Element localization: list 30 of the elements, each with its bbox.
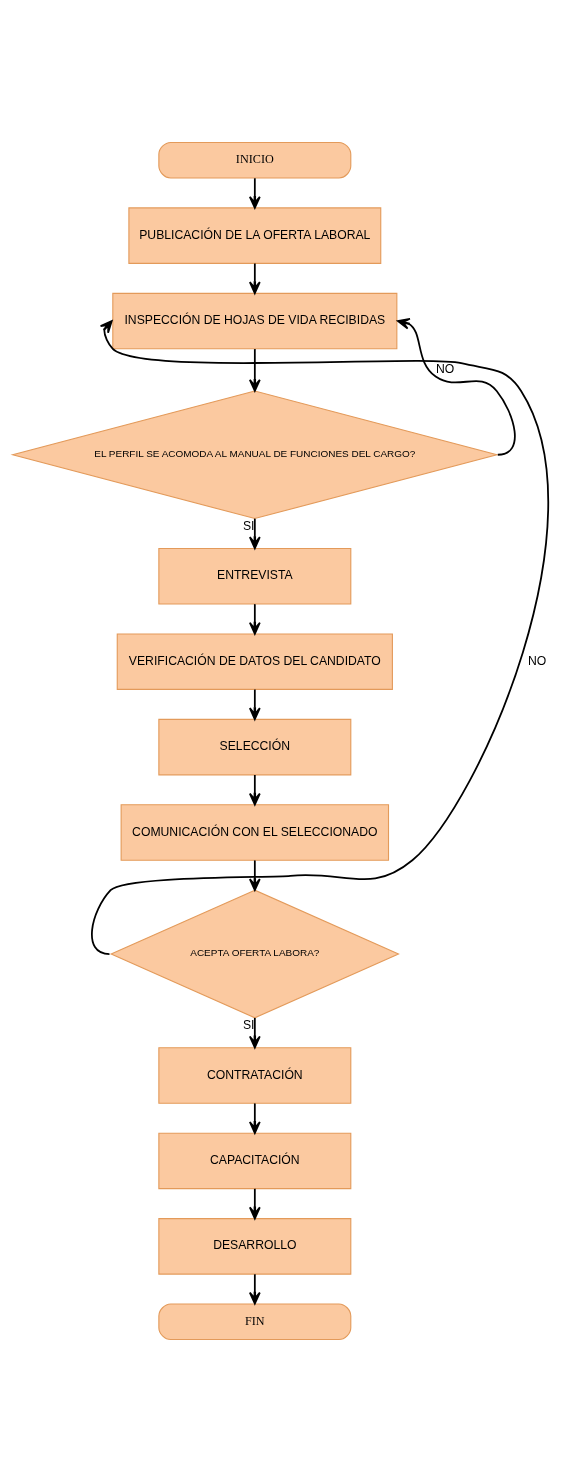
node-box: INICIO [158,141,352,179]
node-box: INSPECCIÓN DE HOJAS DE VIDA RECIBIDAS [112,292,398,350]
arrow [248,262,261,295]
node-box: VERIFICACIÓN DE DATOS DEL CANDIDATO [116,633,393,690]
node-box: SELECCIÓN [158,718,352,776]
arrow [248,1273,261,1305]
arrow [248,348,261,392]
arrow [248,1102,261,1134]
node-box: CAPACITACIÓN [158,1132,352,1190]
node-diamond: ACEPTA OFERTA LABORA? [109,889,400,1019]
arrow [248,517,261,550]
node-box: COMUNICACIÓN CON EL SELECCIONADO [120,804,390,861]
node-diamond: EL PERFIL SE ACOMODA AL MANUAL DE FUNCIONES DEL CARGO? [10,390,500,520]
arrow [248,688,261,721]
node-box: FIN [158,1303,352,1341]
edge-label: NO [435,361,455,376]
node-box: ENTREVISTA [158,547,352,605]
arrow [91,320,550,955]
arrow [248,774,261,806]
node-box: CONTRATACIÓN [158,1047,352,1104]
node-box: PUBLICACIÓN DE LA OFERTA LABORAL [128,207,382,264]
arrow [248,859,261,892]
arrow [248,1187,261,1220]
edge-label: SI [242,518,255,533]
arrow [248,177,261,209]
node-box: DESARROLLO [158,1218,352,1275]
edge-label: NO [528,653,547,668]
edge-label: SI [242,1018,255,1033]
arrow [248,1017,261,1049]
arrow [248,603,261,635]
